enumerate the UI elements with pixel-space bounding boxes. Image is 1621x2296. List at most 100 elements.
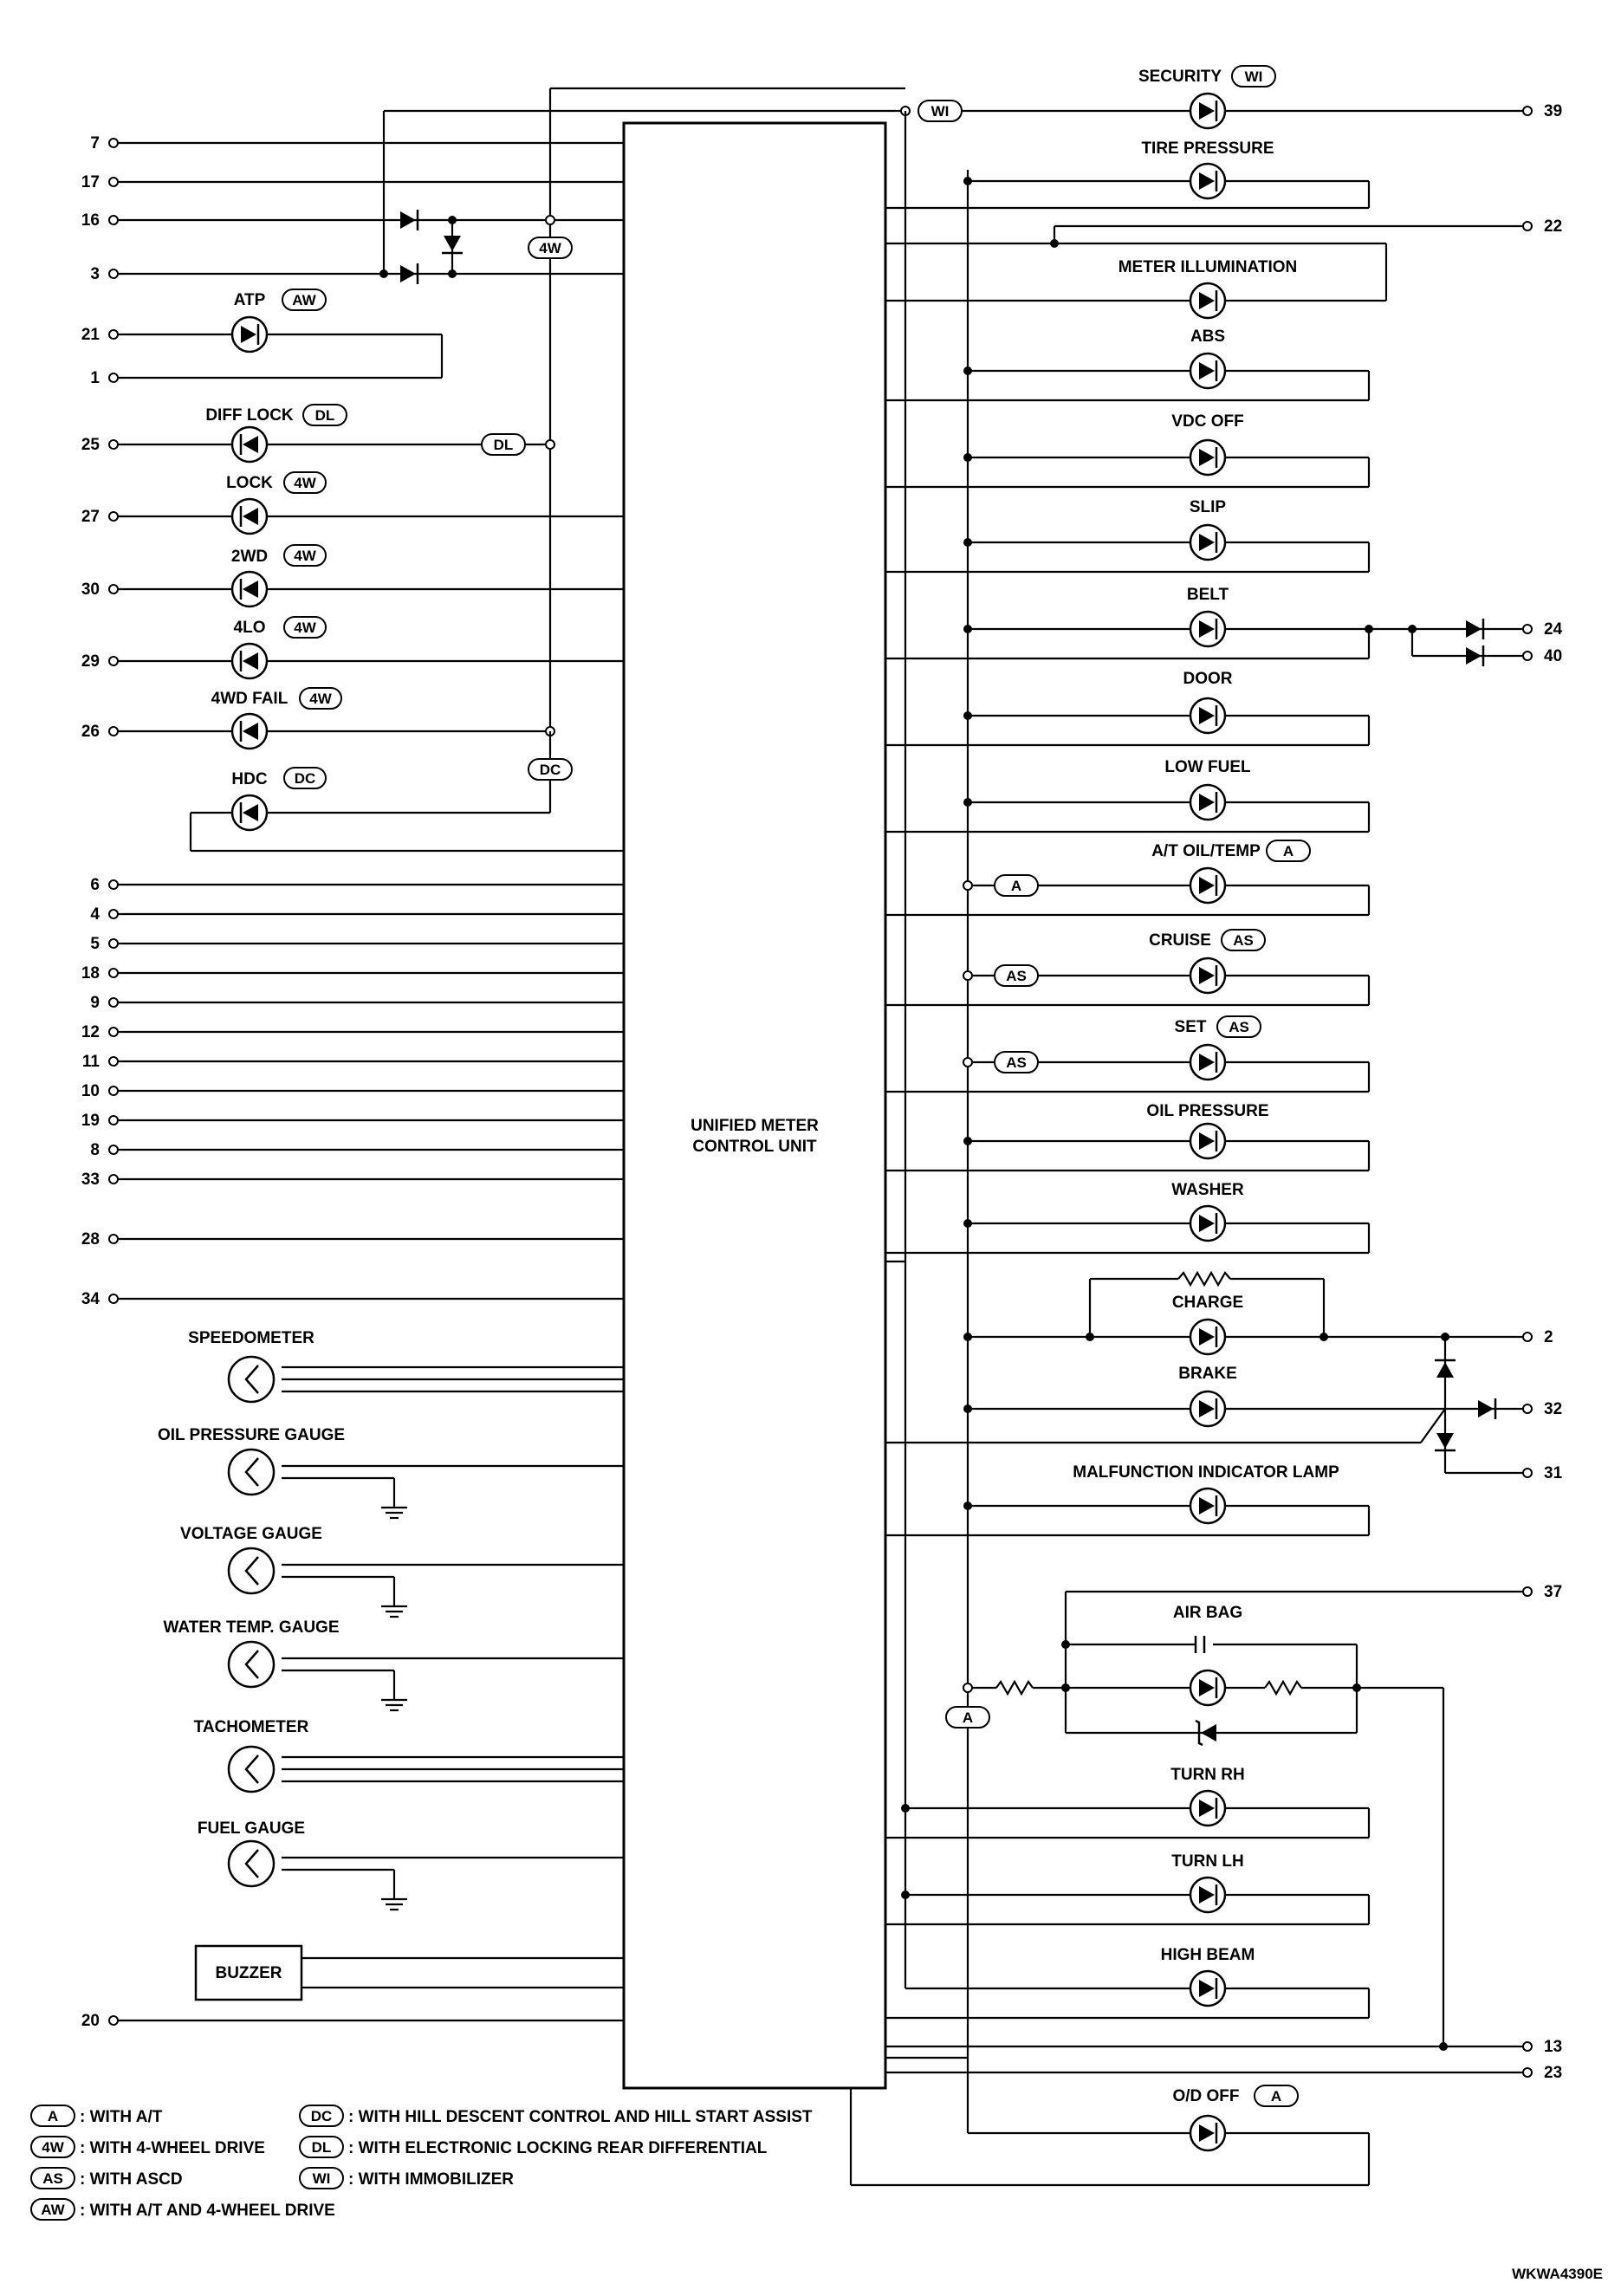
diff-lock-led-icon [230, 425, 269, 464]
fuel-gauge-icon [227, 1839, 276, 1888]
od-off-option-badge: A [1254, 2085, 1299, 2107]
pin-label: 40 [1544, 647, 1562, 665]
svg-text:AS: AS [1006, 1054, 1027, 1071]
svg-text:: WITH IMMOBILIZER: : WITH IMMOBILIZER [348, 2170, 514, 2189]
buzzer-label: BUZZER [215, 1964, 282, 1982]
oil-pressure-led-icon [1189, 1122, 1227, 1160]
oil-pressure-gauge-icon [227, 1448, 276, 1496]
control-unit-box [622, 121, 887, 2090]
left-pin-terminals: 7 17 16 3 21 1 25 27 30 29 26 6 4 5 18 9… [81, 134, 119, 2030]
belt-label: BELT [1187, 586, 1229, 604]
pin-label: 29 [81, 652, 100, 671]
set-label: SET [1175, 1018, 1207, 1036]
svg-text:A: A [963, 1709, 973, 1726]
2wd-led-icon [230, 570, 269, 608]
cruise-led-icon [1189, 957, 1227, 995]
diff-lock-option-badge: DL [302, 404, 347, 426]
svg-text:AS: AS [1006, 968, 1027, 984]
at-oil-temp-led-icon [1189, 866, 1227, 905]
svg-text:DC: DC [295, 770, 316, 787]
legend-item-4w: 4W : WITH 4-WHEEL DRIVE [30, 2136, 265, 2158]
svg-text:: WITH 4-WHEEL DRIVE: : WITH 4-WHEEL DRIVE [80, 2139, 265, 2157]
svg-text:AS: AS [1233, 932, 1254, 949]
svg-text:AW: AW [292, 292, 316, 308]
set-option-badge: AS [1216, 1015, 1261, 1038]
belt-diode-40-icon [1466, 645, 1485, 666]
pin-label: 31 [1544, 1464, 1563, 1482]
turn-rh-label: TURN RH [1170, 1766, 1245, 1784]
od-off-label: O/D OFF [1172, 2087, 1239, 2105]
pin-label: 22 [1544, 217, 1562, 236]
pin-label: 17 [81, 173, 100, 191]
pin-label: 11 [82, 1053, 101, 1071]
door-led-icon [1189, 697, 1227, 735]
wi-inline-badge: WI [917, 100, 963, 122]
pin-label: 8 [90, 1141, 100, 1159]
diode-vertical-icon [442, 236, 463, 255]
svg-text:DC: DC [311, 2108, 333, 2124]
abs-led-icon [1189, 352, 1227, 390]
pin-label: 30 [81, 580, 100, 599]
security-led-icon [1189, 92, 1227, 130]
svg-text:AS: AS [1229, 1019, 1249, 1035]
right-wires [849, 109, 1523, 2187]
4lo-label: 4LO [234, 619, 266, 637]
pin-label: 37 [1544, 1583, 1562, 1601]
hdc-led-icon [230, 794, 269, 832]
svg-text:: WITH HILL DESCENT CONTROL AN: : WITH HILL DESCENT CONTROL AND HILL STA… [348, 2108, 813, 2126]
vdc-off-led-icon [1189, 438, 1227, 477]
turn-lh-led-icon [1189, 1876, 1227, 1914]
svg-text:4W: 4W [309, 691, 332, 707]
legend-item-aw: AW : WITH A/T AND 4-WHEEL DRIVE [30, 2198, 335, 2221]
pin-label: 5 [90, 935, 100, 953]
pin-label: 9 [90, 994, 100, 1012]
high-beam-led-icon [1189, 1969, 1227, 2007]
pin-label: 26 [81, 723, 100, 741]
pin-label: 3 [90, 265, 100, 283]
left-indicator-lamps: ATP AW DIFF LOCK DL LOCK 4W [205, 289, 347, 832]
4wd-fail-option-badge: 4W [299, 687, 342, 710]
svg-text:AW: AW [41, 2202, 65, 2218]
diode-16-icon [400, 210, 419, 230]
security-label: SECURITY [1138, 68, 1222, 86]
2wd-option-badge: 4W [283, 544, 327, 567]
svg-text:: WITH A/T AND 4-WHEEL DRIVE: : WITH A/T AND 4-WHEEL DRIVE [80, 2202, 335, 2220]
at-oil-temp-label: A/T OIL/TEMP [1151, 842, 1261, 860]
svg-text:WI: WI [1245, 68, 1263, 85]
belt-diode-24-icon [1466, 619, 1485, 639]
gauges: SPEEDOMETER OIL PRESSURE GAUGE VOLTAGE G… [158, 1329, 345, 1888]
pin-label: 12 [81, 1023, 100, 1041]
svg-text:4W: 4W [294, 619, 316, 636]
control-unit-label-1: UNIFIED METER [691, 1117, 819, 1135]
legend-item-a: A : WITH A/T [30, 2105, 163, 2127]
pin-label: 25 [81, 436, 101, 454]
atp-label: ATP [234, 291, 266, 309]
pin-label: 6 [90, 876, 100, 894]
atp-led-icon [230, 315, 269, 353]
tire-pressure-led-icon [1189, 162, 1227, 200]
high-beam-label: HIGH BEAM [1161, 1946, 1255, 1964]
4w-inline-badge: 4W [528, 237, 573, 259]
svg-text:: WITH ASCD: : WITH ASCD [80, 2170, 183, 2189]
svg-text:4W: 4W [294, 548, 316, 564]
pin-label: 39 [1544, 102, 1562, 120]
right-pin-terminals: 39 22 24 40 2 32 31 37 13 23 [1522, 102, 1563, 2082]
cruise-label: CRUISE [1149, 931, 1211, 950]
low-fuel-led-icon [1189, 783, 1227, 821]
svg-text:DL: DL [494, 437, 514, 453]
svg-text:WI: WI [313, 2170, 331, 2187]
control-unit-label-2: CONTROL UNIT [692, 1138, 817, 1156]
4wd-fail-label: 4WD FAIL [211, 690, 289, 708]
charge-led-icon [1189, 1318, 1227, 1356]
pin-label: 18 [81, 964, 100, 983]
svg-text:A: A [1011, 878, 1021, 894]
pin-label: 16 [81, 211, 100, 230]
pin-label: 28 [81, 1230, 100, 1249]
water-temp-gauge-label: WATER TEMP. GAUGE [163, 1618, 339, 1637]
lock-led-icon [230, 497, 269, 535]
pin-label: 34 [81, 1290, 101, 1308]
svg-text:WI: WI [931, 103, 950, 120]
meter-illumination-led-icon [1189, 282, 1227, 320]
svg-text:: WITH ELECTRONIC LOCKING REAR: : WITH ELECTRONIC LOCKING REAR DIFFERENT… [348, 2139, 768, 2157]
